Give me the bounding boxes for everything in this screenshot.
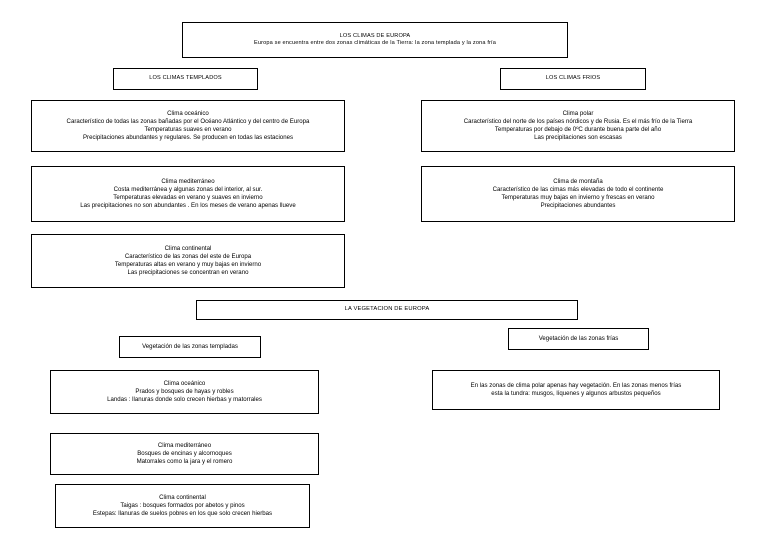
vegetation-title-heading: LA VEGETACION DE EUROPA	[344, 306, 430, 313]
climate-title-heading: LOS CLIMAS DE EUROPA	[339, 32, 411, 39]
branch-label: Vegetación de las zonas frías	[538, 334, 619, 342]
box-line: Temperaturas altas en verano y muy bajas…	[114, 261, 262, 268]
branch-los-climas-templados: LOS CLIMAS TEMPLADOS	[113, 68, 258, 90]
box-line: Las precipitaciones no son abundantes . …	[80, 202, 296, 210]
vegetation-box-clima-mediterraneo: Clima mediterráneo Bosques de encinas y …	[50, 433, 319, 475]
box-line: esta la tundra: musgos, líquenes y algun…	[491, 390, 661, 397]
box-line: Temperaturas por debajo de 0ºC durante b…	[494, 126, 662, 133]
box-heading: Clima continental	[159, 493, 206, 501]
box-line: Temperaturas elevadas en verano y suaves…	[113, 194, 263, 201]
box-line: Bosques de encinas y alcornoques	[137, 449, 232, 457]
box-line: Precipitaciones abundantes	[540, 202, 616, 210]
branch-vegetacion-zonas-frias: Vegetación de las zonas frías	[508, 328, 649, 350]
vegetation-box-zonas-frias: En las zonas de clima polar apenas hay v…	[432, 370, 720, 410]
box-heading: Clima de montaña	[553, 177, 603, 185]
box-heading: Clima mediterráneo	[161, 177, 215, 185]
box-heading: Clima oceánico	[167, 109, 209, 117]
box-line: Característico de las zonas del este de …	[124, 252, 252, 260]
box-line: Las precipitaciones se concentran en ver…	[127, 269, 249, 277]
box-line: Costa mediterránea y algunas zonas del i…	[113, 185, 263, 193]
branch-label: LOS CLIMAS TEMPLADOS	[149, 75, 222, 82]
vegetation-title-box: LA VEGETACION DE EUROPA	[196, 300, 578, 320]
box-line: Matorrales como la jara y el romero	[136, 458, 233, 466]
box-line: Temperaturas muy bajas en invierno y fre…	[501, 194, 655, 201]
climate-title-subtitle: Europa se encuentra entre dos zonas clim…	[253, 40, 497, 46]
box-line: Taigas : bosques formados por abetos y p…	[120, 501, 245, 509]
climate-box-clima-de-montana: Clima de montaña Característico de las c…	[421, 166, 735, 222]
box-line: Característico del norte de los países n…	[463, 117, 693, 125]
vegetation-box-clima-oceanico: Clima oceánico Prados y bosques de hayas…	[50, 370, 319, 414]
climate-box-clima-polar: Clima polar Característico del norte de …	[421, 100, 735, 152]
box-line: Landas : llanuras donde solo crecen hier…	[107, 396, 262, 404]
branch-los-climas-frios: LOS CLIMAS FRIOS	[500, 68, 646, 90]
climate-title-box: LOS CLIMAS DE EUROPA Europa se encuentra…	[182, 22, 568, 58]
box-line: Precipitaciones abundantes y regulares. …	[82, 134, 294, 142]
box-line: Característico de las cimas más elevadas…	[492, 185, 664, 193]
box-line: Característico de todas las zonas bañada…	[66, 117, 310, 125]
vegetation-box-clima-continental: Clima continental Taigas : bosques forma…	[55, 484, 310, 528]
branch-vegetacion-zonas-templadas: Vegetación de las zonas templadas	[119, 336, 261, 358]
box-line: En las zonas de clima polar apenas hay v…	[470, 381, 682, 389]
climate-box-clima-oceanico: Clima oceánico Característico de todas l…	[31, 100, 345, 152]
box-heading: Clima oceánico	[163, 379, 206, 387]
box-line: Temperaturas suaves en verano	[144, 126, 232, 133]
box-line: Las precipitaciones son escasas	[534, 134, 622, 142]
branch-label: LOS CLIMAS FRIOS	[545, 75, 601, 82]
branch-label: Vegetación de las zonas templadas	[142, 342, 238, 350]
box-heading: Clima mediterráneo	[157, 441, 212, 449]
climate-box-clima-mediterraneo: Clima mediterráneo Costa mediterránea y …	[31, 166, 345, 222]
box-line: Estepas: llanuras de suelos pobres en lo…	[92, 510, 273, 518]
box-heading: Clima continental	[164, 244, 212, 252]
box-line: Prados y bosques de hayas y robles	[135, 387, 234, 395]
box-heading: Clima polar	[562, 109, 594, 117]
climate-box-clima-continental: Clima continental Característico de las …	[31, 234, 345, 288]
